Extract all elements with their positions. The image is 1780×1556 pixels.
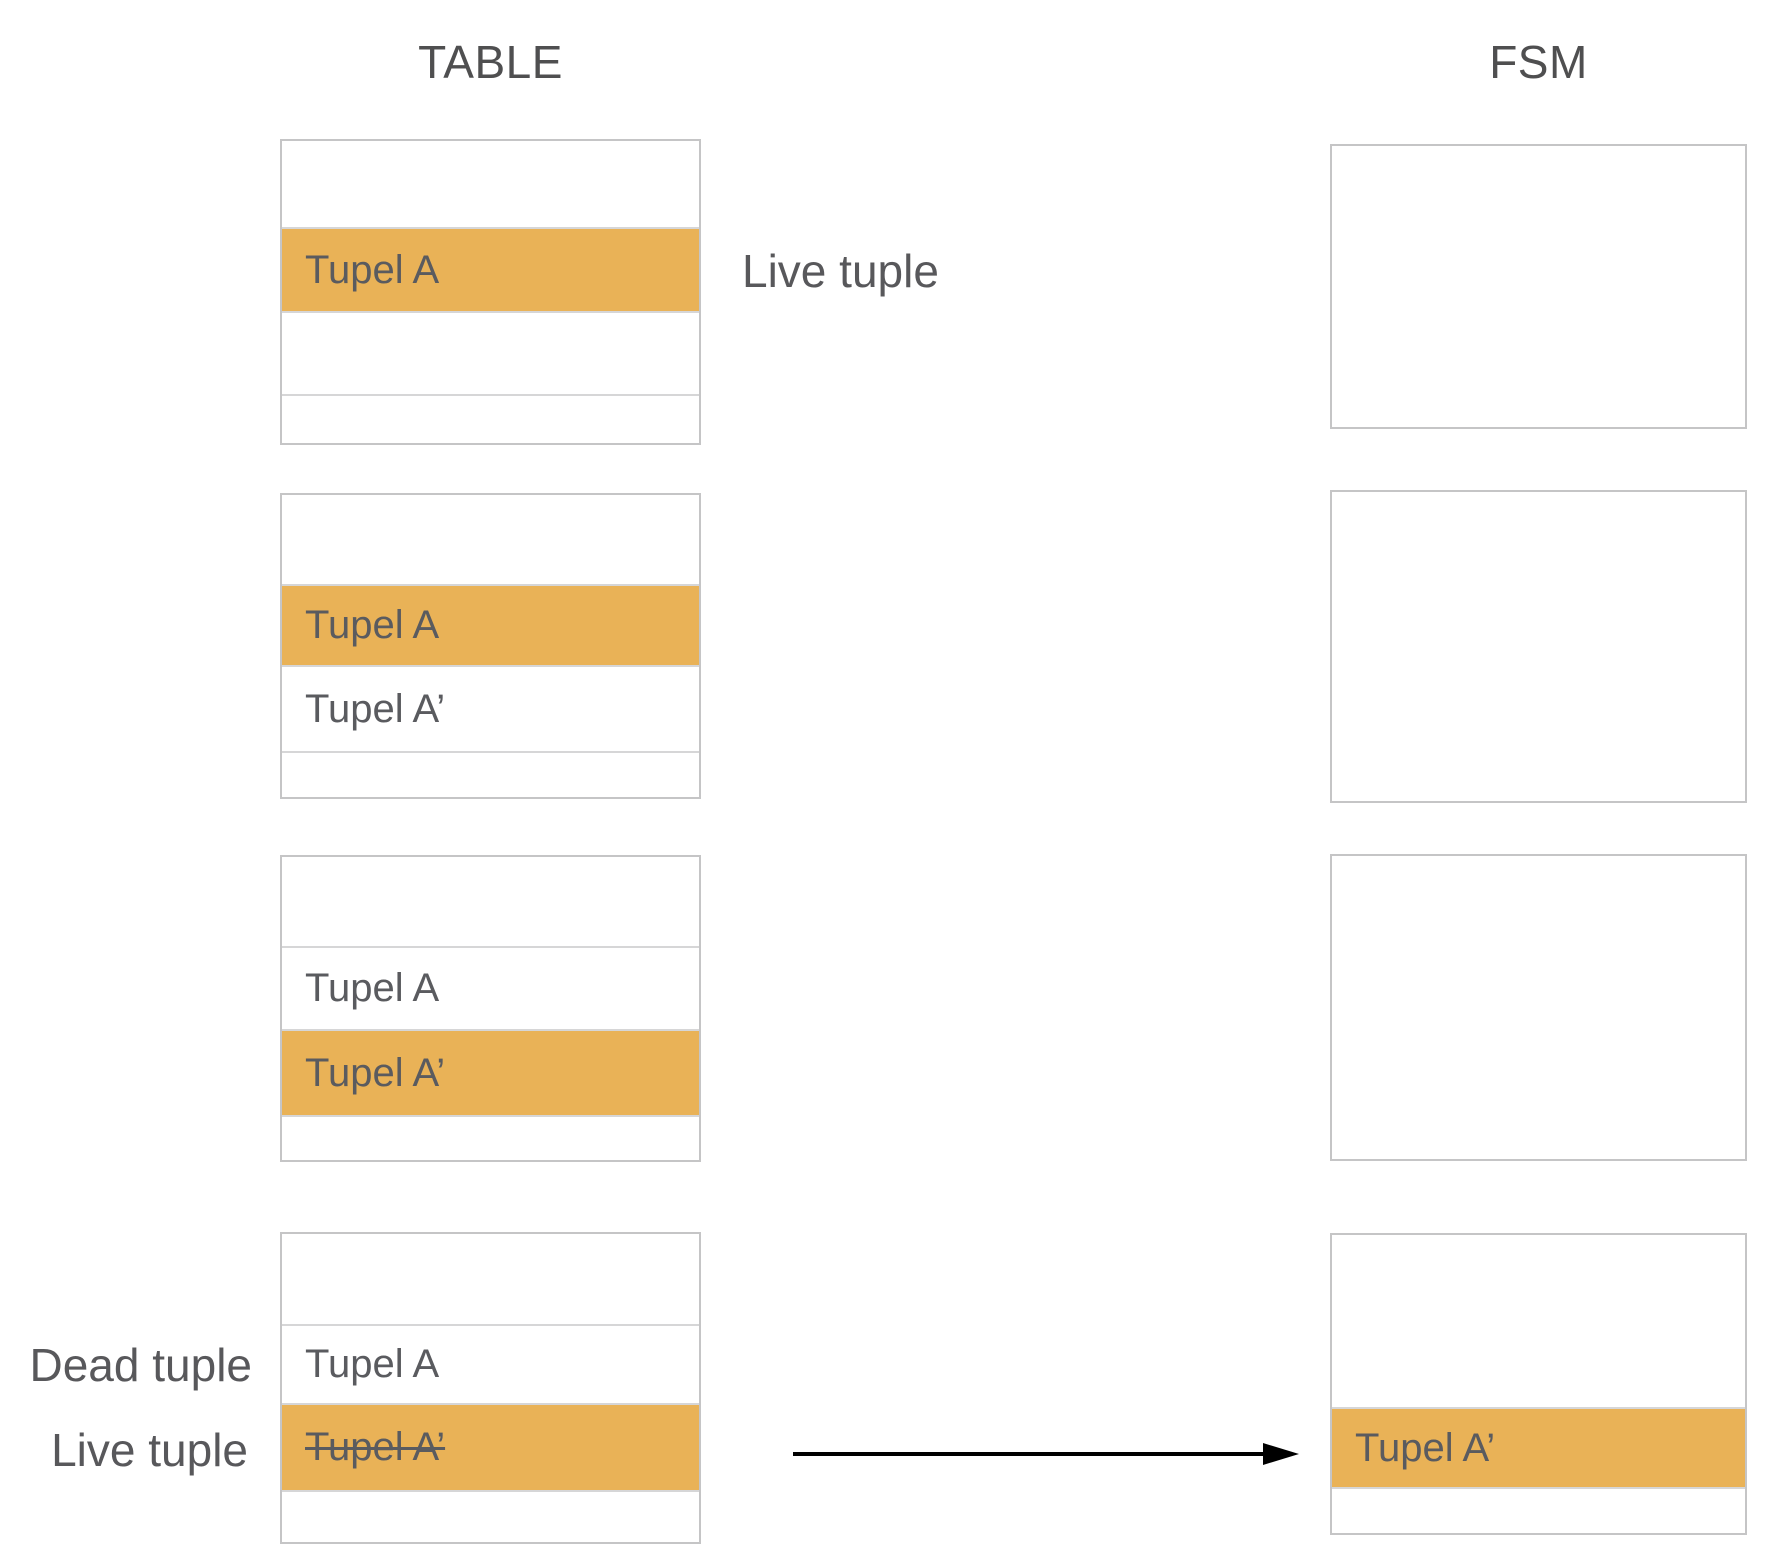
tuple-row: Tupel A [282,948,699,1031]
fsm-page-stage4: Tupel A’ [1330,1233,1747,1535]
empty-row [1332,1235,1745,1409]
tuple-label: Tupel A’ [305,686,446,731]
tuple-label: Tupel A’ [1355,1425,1496,1470]
tuple-row-live: Tupel A’ [282,1031,699,1117]
table-column-title: TABLE [418,36,563,88]
tuple-row-live: Tupel A [282,229,699,313]
table-page-stage3: Tupel A Tupel A’ [280,855,701,1162]
empty-row [282,857,699,948]
empty-row [282,313,699,396]
live-tuple-annotation: Live tuple [742,245,939,297]
empty-row [282,753,699,797]
tuple-label-strikethrough: Tupel A’ [305,1425,446,1469]
live-tuple-bottom-annotation: Live tuple [51,1424,248,1476]
empty-row [282,1234,699,1326]
tuple-row-live: Tupel A’ [1332,1409,1745,1489]
tuple-label: Tupel A [305,1342,440,1386]
tuple-row-live: Tupel A [282,586,699,667]
empty-row [1332,1489,1745,1533]
fsm-page-stage1 [1330,144,1747,429]
tuple-row: Tupel A’ [282,667,699,753]
tuple-label: Tupel A’ [305,1050,446,1095]
empty-row [282,495,699,586]
arrow-right-icon [785,1434,1305,1474]
empty-row [282,1117,699,1160]
dead-tuple-annotation: Dead tuple [29,1339,253,1391]
fsm-page-stage2 [1330,490,1747,803]
tuple-label: Tupel A [305,247,440,292]
table-page-stage2: Tupel A Tupel A’ [280,493,701,799]
tuple-label: Tupel A [305,966,440,1010]
table-page-stage4: Tupel A Tupel A’ [280,1232,701,1544]
tuple-row-live: Tupel A’ [282,1405,699,1492]
fsm-column-title: FSM [1489,36,1588,88]
fsm-page-stage3 [1330,854,1747,1161]
tuple-row-dead: Tupel A [282,1326,699,1405]
empty-row [282,141,699,229]
table-page-stage1: Tupel A [280,139,701,445]
empty-row [282,1492,699,1542]
tuple-label: Tupel A [305,603,440,647]
empty-row [282,396,699,443]
